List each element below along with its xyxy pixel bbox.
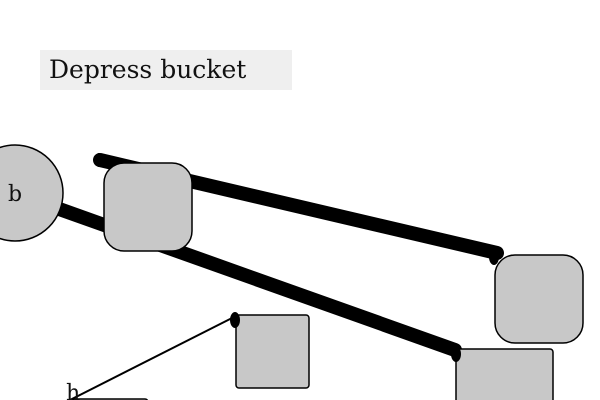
link-thin (69, 315, 237, 400)
square-right[interactable] (494, 254, 584, 344)
circle-node-label: b (8, 182, 22, 207)
circle-node[interactable] (0, 144, 64, 242)
pin-mark-middle (230, 312, 240, 328)
rect-bottom-right[interactable] (455, 348, 554, 400)
pin-mark-bottom-right (451, 346, 461, 362)
square-top-left[interactable] (103, 162, 193, 252)
instruction-text: Depress bucket (40, 50, 292, 90)
square-middle[interactable] (235, 314, 310, 389)
pin-marks (95, 153, 499, 362)
thin-link-end-label: h (66, 381, 80, 400)
pin-mark-top-left (95, 153, 103, 167)
pin-mark-right (489, 249, 499, 265)
